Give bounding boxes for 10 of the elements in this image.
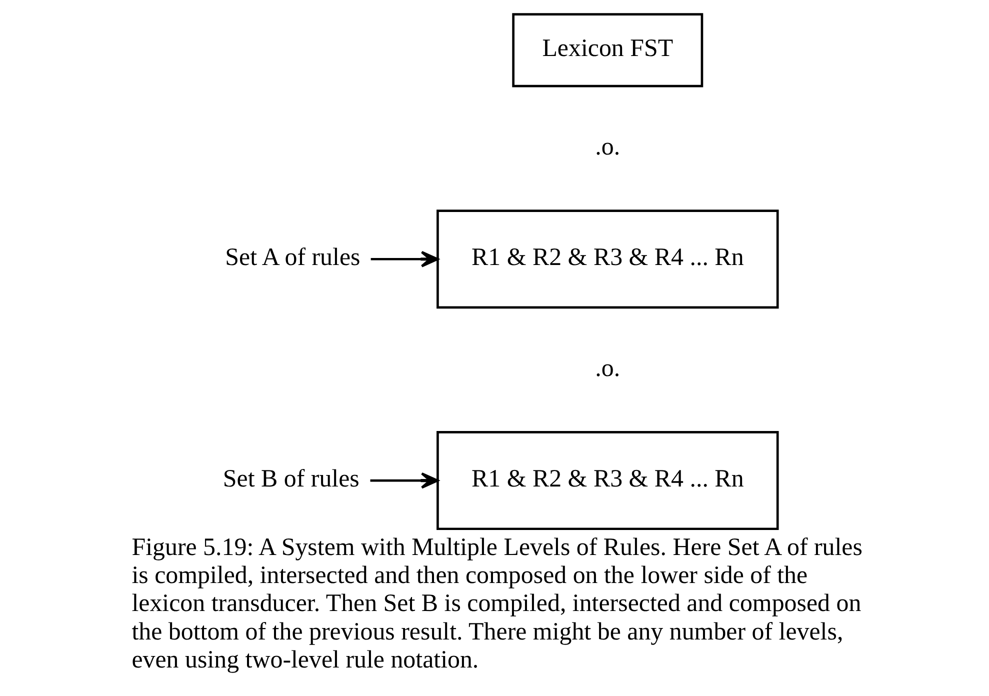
node-text: Set A of rules	[224, 244, 360, 272]
node-text: Set B of rules	[222, 465, 359, 492]
label: .o.	[594, 354, 620, 382]
node-box: R1 & R2 & R3 & R4 ... Rn	[436, 431, 778, 530]
node-box: Lexicon FST	[512, 13, 703, 88]
arrow	[370, 472, 438, 489]
label: .o.	[594, 133, 620, 160]
node-box: R1 & R2 & R3 & R4 ... Rn	[436, 210, 778, 309]
caption: Figure 5.19: A System with Multiple Levels of Rules. Here Set A of rules is compiled, intersected and then composed on the lower side of the lexicon transducer. Then Set B is compiled, intersected and composed on the bottom of the previous result. There might be any number of levels, even using two-level rule notation.	[131, 534, 862, 674]
arrow	[370, 250, 438, 268]
